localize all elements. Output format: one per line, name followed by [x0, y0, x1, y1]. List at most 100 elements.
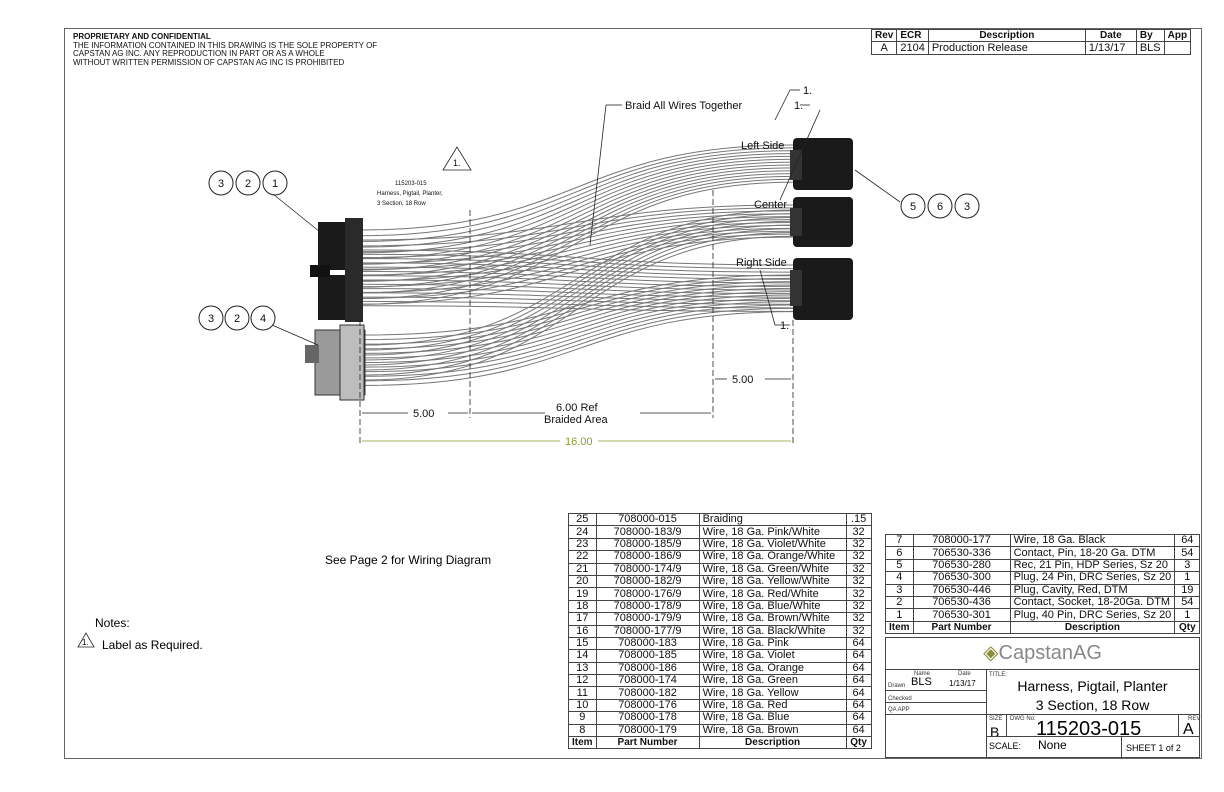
wire: [364, 284, 794, 350]
name-header: Name: [914, 671, 931, 677]
balloon: 2: [245, 178, 251, 190]
bom-cell: Braiding: [698, 512, 847, 527]
bom-cell: 708000-174: [595, 674, 700, 688]
notes-flag: 1.: [82, 638, 89, 647]
bom-cell: Wire, 18 Ga. Pink/White: [698, 525, 847, 539]
bom-cell: 4: [885, 571, 914, 585]
bom-cell: 64: [845, 674, 872, 688]
title-label: TITLE:: [989, 672, 1008, 678]
drawing-subtitle: 3 Section, 18 Row: [1035, 697, 1150, 713]
wire: [359, 150, 794, 242]
wire: [364, 235, 794, 381]
part-note: 115203-015: [395, 181, 427, 187]
left-connector-24pin: [305, 324, 366, 401]
balloon: 6: [937, 201, 943, 213]
dim-left: 5.00: [413, 408, 434, 420]
bom-cell: 24: [568, 525, 597, 539]
bom-cell: 16: [568, 624, 597, 638]
bom-cell: 12: [568, 674, 597, 688]
note-item: Label as Required.: [102, 638, 203, 652]
bom-header: Item: [885, 620, 914, 635]
part-note: 3 Section, 18 Row: [377, 201, 426, 207]
wire: [359, 288, 794, 298]
bom-cell: 32: [845, 624, 872, 638]
balloon: 3: [218, 178, 224, 190]
sheet-number: SHEET 1 of 2: [1126, 743, 1181, 753]
wire: [359, 305, 794, 312]
drawing-title: Harness, Pigtail, Planter: [1017, 678, 1168, 694]
bom-cell: Wire, 18 Ga. Brown: [698, 723, 847, 738]
right-connectors-21pin: [790, 138, 853, 320]
bom-cell: 32: [845, 537, 872, 552]
notice-line: CAPSTAN AG INC. ANY REPRODUCTION IN PART…: [73, 49, 325, 58]
bom-cell: 708000-178/9: [595, 599, 700, 614]
bom-cell: 32: [845, 612, 872, 626]
balloon: 2: [234, 313, 240, 325]
left-connector-40pin: [310, 218, 363, 322]
bom-cell: 708000-176: [595, 698, 700, 713]
ecr-header: ECR: [896, 28, 929, 43]
bom-cell: 64: [1174, 533, 1201, 548]
wire: [364, 213, 794, 351]
wire: [359, 204, 794, 241]
wire: [359, 219, 794, 270]
bom-header: Qty: [1174, 620, 1201, 635]
wire: [359, 262, 794, 277]
wire: [364, 281, 794, 345]
wire: [359, 147, 794, 237]
wire: [364, 297, 794, 368]
bom-cell: 708000-186/9: [595, 550, 700, 564]
wire: [359, 258, 794, 273]
checked-label: Checked: [888, 696, 912, 702]
app-header: App: [1163, 28, 1192, 43]
bom-cell: 706530-446: [912, 583, 1011, 597]
wire: [364, 232, 794, 376]
bom-cell: 17: [568, 612, 597, 626]
bom-cell: 13: [568, 661, 597, 676]
bom-cell: 706530-280: [912, 558, 1011, 573]
bom-cell: 7: [885, 533, 914, 548]
bom-cell: Wire, 18 Ga. Green: [698, 674, 847, 688]
bom-cell: Wire, 18 Ga. Pink: [698, 636, 847, 651]
bom-cell: Wire, 18 Ga. Green/White: [698, 562, 847, 576]
balloon: 3: [964, 201, 970, 213]
bom-cell: 6: [885, 546, 914, 560]
bom-cell: 64: [845, 698, 872, 713]
notice-title: PROPRIETARY AND CONFIDENTIAL: [73, 32, 211, 41]
bom-cell: 2: [885, 595, 914, 610]
bom-cell: 706530-300: [912, 571, 1011, 585]
left-side-label: Left Side: [741, 140, 784, 152]
wire: [359, 233, 794, 299]
bom-cell: 3: [885, 583, 914, 597]
drawn-label: Drawn: [888, 683, 906, 689]
wire: [359, 167, 794, 277]
bom-cell: 19: [1174, 583, 1201, 597]
dwg-label: DWG No:: [1010, 716, 1036, 722]
notes-title: Notes:: [95, 616, 130, 630]
bom-header: Description: [698, 736, 847, 750]
bom-cell: 11: [568, 686, 597, 700]
app: [1163, 41, 1192, 55]
bom-header: Item: [568, 736, 597, 750]
wire: [364, 220, 794, 361]
wire: [364, 294, 794, 363]
bom-cell: 32: [845, 550, 872, 564]
bom-cell: 64: [845, 711, 872, 725]
bom-cell: 54: [1174, 546, 1201, 560]
bom-cell: 708000-177: [912, 533, 1011, 548]
bom-cell: 706530-301: [912, 608, 1011, 622]
logo-text: CapstanAG: [998, 642, 1102, 664]
callout: 1.: [803, 85, 812, 97]
bom-cell: 708000-176/9: [595, 587, 700, 601]
wire: [359, 266, 794, 280]
